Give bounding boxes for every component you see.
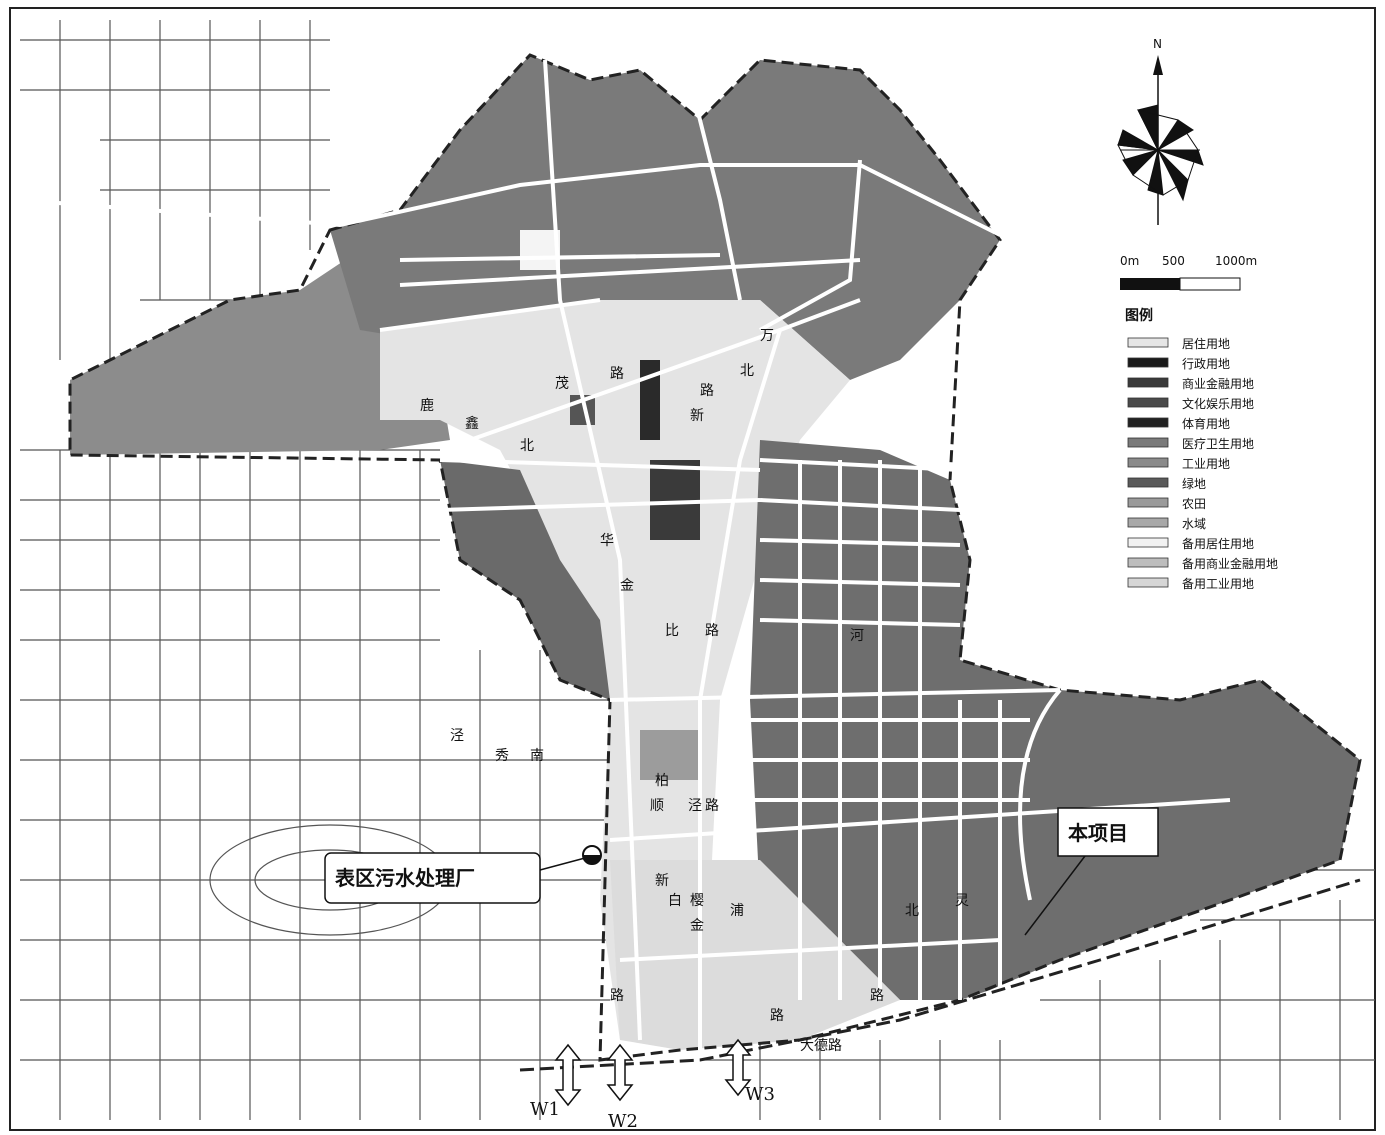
road-char: 鑫	[465, 415, 479, 432]
road-char: 大德路	[800, 1038, 842, 1054]
legend-swatch	[1127, 557, 1169, 568]
road-char: 秀	[495, 748, 509, 764]
road-char: 新	[690, 408, 704, 424]
road-char: 路	[870, 988, 884, 1004]
road-char: 比	[665, 623, 679, 639]
north-zone	[330, 55, 1000, 380]
road-char: 鹿	[420, 397, 434, 414]
farmland-block	[640, 730, 700, 780]
legend-swatch	[1127, 457, 1169, 468]
legend-swatch	[1127, 377, 1169, 388]
legend-label: 体育用地	[1182, 416, 1230, 431]
road-labels: 鑫 茂 北 路 新 北 路 万 华 金 比 路 柏 泾 路 顺 新 樱 浦 金 …	[420, 328, 969, 1054]
wwtp-callout: 表区污水处理厂	[324, 845, 602, 904]
road-char: 茂	[555, 375, 569, 392]
district-boundary	[68, 53, 1362, 1062]
road-char: 灵	[955, 893, 969, 909]
road-char: 北	[740, 363, 754, 379]
north-arrow: N	[1117, 37, 1204, 225]
road-char: 北	[520, 438, 534, 454]
industrial-east	[750, 440, 1360, 1000]
road-char: 泾	[450, 728, 464, 744]
road-char: 路	[705, 623, 719, 639]
reserve-residential-block	[520, 230, 560, 270]
legend-swatch	[1127, 577, 1169, 588]
road-char: 路	[700, 383, 714, 399]
wind-rose-icon	[1117, 104, 1204, 202]
legend-swatch	[1127, 337, 1169, 348]
road-char: 泾	[688, 798, 702, 814]
outfall-label-w2: W2	[608, 1111, 638, 1132]
legend-label: 行政用地	[1182, 357, 1230, 371]
legend-label: 居住用地	[1182, 337, 1230, 351]
legend-swatch	[1127, 397, 1169, 408]
road-char: 路	[770, 1008, 784, 1024]
north-label: N	[1153, 37, 1162, 51]
inner-road-network	[19, 59, 1231, 1050]
legend-swatch	[1127, 417, 1169, 428]
legend-label: 医疗卫生用地	[1182, 437, 1254, 451]
road-char: 河	[850, 628, 864, 644]
admin-block-1	[650, 460, 700, 540]
scale-label-500: 500	[1162, 254, 1185, 268]
legend-swatch	[1127, 437, 1169, 448]
road-char: 柏	[655, 773, 669, 789]
railway-line	[519, 878, 1361, 1072]
road-char: 白	[668, 893, 682, 909]
legend-label: 水域	[1182, 517, 1206, 531]
legend-label: 备用商业金融用地	[1182, 556, 1278, 571]
road-char: 北	[905, 903, 919, 919]
road-char: 路	[705, 798, 719, 814]
outfall-arrow-w2-icon	[606, 1043, 634, 1102]
road-char: 华	[600, 533, 614, 549]
scale-label-0: 0m	[1120, 254, 1139, 268]
planning-area	[70, 55, 1360, 1050]
legend-label: 备用工业用地	[1182, 577, 1254, 591]
legend-label: 工业用地	[1182, 457, 1230, 471]
road-char: 浦	[730, 903, 744, 919]
legend-title: 图例	[1125, 307, 1153, 324]
road-char: 金	[620, 578, 634, 594]
legend: 图例 居住用地行政用地商业金融用地文化娱乐用地体育用地医疗卫生用地工业用地绿地农…	[1125, 307, 1278, 591]
road-char: 南	[530, 748, 544, 764]
outfall-arrow-w3-icon	[724, 1038, 752, 1097]
outfall-arrow-w1-icon	[554, 1043, 582, 1107]
south-residential	[610, 860, 900, 1050]
legend-swatch	[1127, 537, 1169, 548]
road-char: 新	[655, 873, 669, 889]
wwtp-label: 表区污水处理厂	[335, 866, 475, 890]
outfall-label-w1: W1	[530, 1099, 560, 1120]
road-char: 路	[610, 366, 624, 382]
outfall-markers	[554, 1038, 752, 1107]
legend-label: 商业金融用地	[1182, 376, 1254, 391]
road-char: 金	[690, 918, 704, 934]
residential-core	[380, 300, 850, 1040]
legend-label: 备用居住用地	[1182, 537, 1254, 551]
road-char: 路	[610, 988, 624, 1004]
scale-label-1000: 1000m	[1215, 254, 1257, 268]
west-central-green	[440, 460, 610, 700]
scale-bar: 0m 500 1000m	[1120, 254, 1257, 291]
road-char: 樱	[690, 892, 704, 909]
outfall-label-w3: W3	[745, 1084, 775, 1105]
legend-swatch	[1127, 517, 1169, 528]
legend-swatch	[1127, 477, 1169, 488]
legend-label: 文化娱乐用地	[1182, 396, 1254, 411]
legend-label: 农田	[1182, 497, 1206, 511]
project-callout: 本项目	[1024, 807, 1159, 936]
legend-swatch	[1127, 497, 1169, 508]
legend-label: 绿地	[1182, 476, 1206, 491]
road-char: 万	[760, 328, 774, 344]
legend-swatch	[1127, 357, 1169, 368]
project-label: 本项目	[1068, 821, 1128, 845]
road-char: 顺	[650, 798, 664, 814]
